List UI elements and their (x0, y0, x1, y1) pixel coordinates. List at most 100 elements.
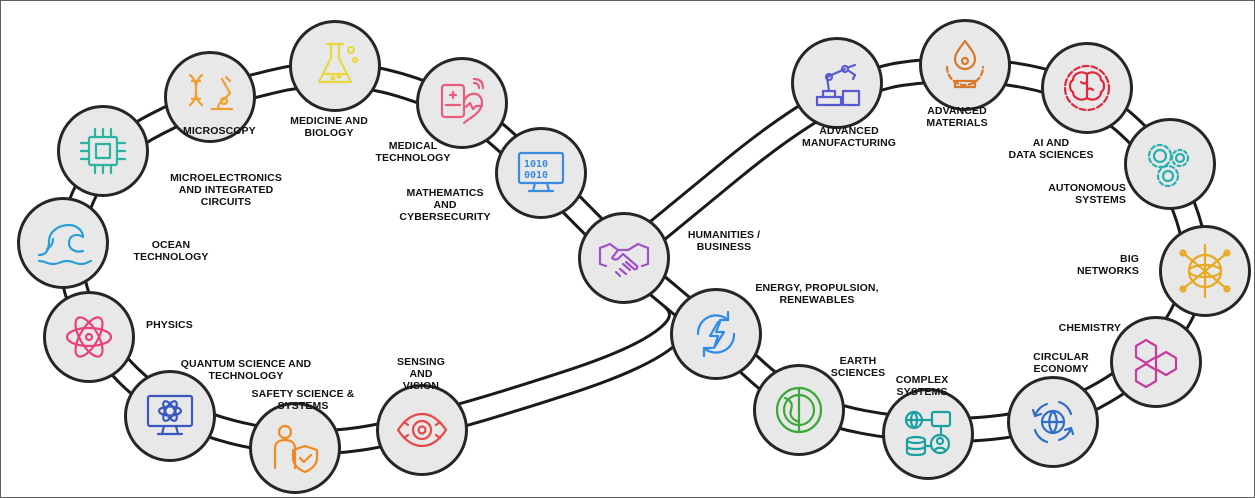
node-hexagons (1110, 316, 1202, 408)
node-earth (753, 364, 845, 456)
dna-microscope-icon (188, 73, 234, 111)
node-medical-tablet (416, 57, 508, 149)
label-line: ADVANCED (819, 125, 879, 137)
hexagons-icon (1134, 338, 1178, 389)
brain-gear-icon (1063, 64, 1111, 112)
label-line: CYBERSECURITY (399, 211, 491, 223)
label-line: CIRCUITS (200, 196, 252, 208)
label-microscopy: MICROSCOPY (183, 125, 256, 137)
node-dna-microscope (164, 51, 256, 143)
label-line: EARTH (839, 355, 877, 367)
earth-icon (775, 386, 823, 434)
label-line: TECHNOLOGY (375, 152, 451, 164)
medical-tablet-icon (440, 77, 485, 125)
label-line: SYSTEMS (277, 400, 329, 412)
node-network-database (882, 388, 974, 480)
node-chip (57, 105, 149, 197)
label-chemistry: CHEMISTRY (1059, 322, 1121, 334)
label-line: MICROSCOPY (183, 125, 256, 137)
node-network-sphere (1159, 225, 1251, 317)
gears-icon (1147, 143, 1190, 188)
label-line: TECHNOLOGY (133, 251, 209, 263)
network-sphere-icon (1179, 243, 1231, 299)
label-line: HUMANITIES / (687, 229, 761, 241)
node-monitor-atom (124, 370, 216, 462)
label-line: QUANTUM SCIENCE AND (180, 358, 312, 370)
node-person-shield (249, 402, 341, 494)
node-robot-arm (791, 37, 883, 129)
label-physics: PHYSICS (146, 319, 193, 331)
node-flask (289, 20, 381, 112)
label-line: ENERGY, PROPULSION, (755, 282, 879, 294)
label-line: AI AND (1032, 137, 1070, 149)
label-line: AND INTEGRATED (178, 184, 274, 196)
atom-icon (65, 316, 113, 358)
chip-icon (79, 127, 127, 175)
node-handshake (578, 212, 670, 304)
node-drop-gear (919, 19, 1011, 111)
label-line: SAFETY SCIENCE & (251, 388, 355, 400)
label-line: CHEMISTRY (1058, 322, 1121, 334)
drop-gear-icon (945, 39, 985, 89)
person-shield-icon (273, 424, 319, 474)
node-wave (17, 197, 109, 289)
node-eye (376, 384, 468, 476)
label-line: BIG (1120, 253, 1139, 265)
node-energy-cycle (670, 288, 762, 380)
label-line: MICROELECTRONICS (170, 172, 282, 184)
robot-arm-icon (815, 63, 861, 107)
label-line: OCEAN (151, 239, 191, 251)
label-line: CIRCULAR (1033, 351, 1089, 363)
label-line: NETWORKS (1076, 265, 1139, 277)
label-line: TECHNOLOGY (208, 370, 284, 382)
label-line: AUTONOMOUS (1048, 182, 1126, 194)
label-line: ECONOMY (1033, 363, 1089, 375)
label-line: PHYSICS (146, 319, 193, 331)
label-line: MATERIALS (926, 117, 988, 129)
label-line: MANUFACTURING (801, 137, 897, 149)
label-line: AND (433, 199, 457, 211)
node-gears (1124, 118, 1216, 210)
label-line: BUSINESS (696, 241, 752, 253)
label-line: SYSTEMS (896, 386, 948, 398)
globe-cycle-icon (1031, 400, 1075, 444)
label-safety: SAFETY SCIENCE &SYSTEMS (252, 388, 355, 412)
node-atom (43, 291, 135, 383)
monitor-atom-icon (146, 394, 194, 436)
label-line: ADVANCED (927, 105, 987, 117)
label-line: SCIENCES (830, 367, 886, 379)
label-line: MEDICINE AND (290, 115, 368, 127)
node-brain-gear (1041, 42, 1133, 134)
eye-icon (396, 412, 448, 448)
label-energy: ENERGY, PROPULSION,RENEWABLES (755, 282, 878, 306)
energy-cycle-icon (696, 310, 736, 358)
label-line: RENEWABLES (779, 294, 855, 306)
label-line: MEDICAL (388, 140, 438, 152)
flask-icon (317, 42, 359, 84)
wave-icon (37, 223, 93, 266)
svg-text:0010: 0010 (524, 170, 548, 181)
handshake-icon (598, 242, 650, 278)
svg-text:1010: 1010 (524, 159, 548, 170)
label-humanities: HUMANITIES /BUSINESS (688, 229, 760, 253)
label-line: VISION (402, 380, 440, 392)
network-database-icon (904, 410, 952, 457)
label-line: DATA SCIENCES (1008, 149, 1094, 161)
